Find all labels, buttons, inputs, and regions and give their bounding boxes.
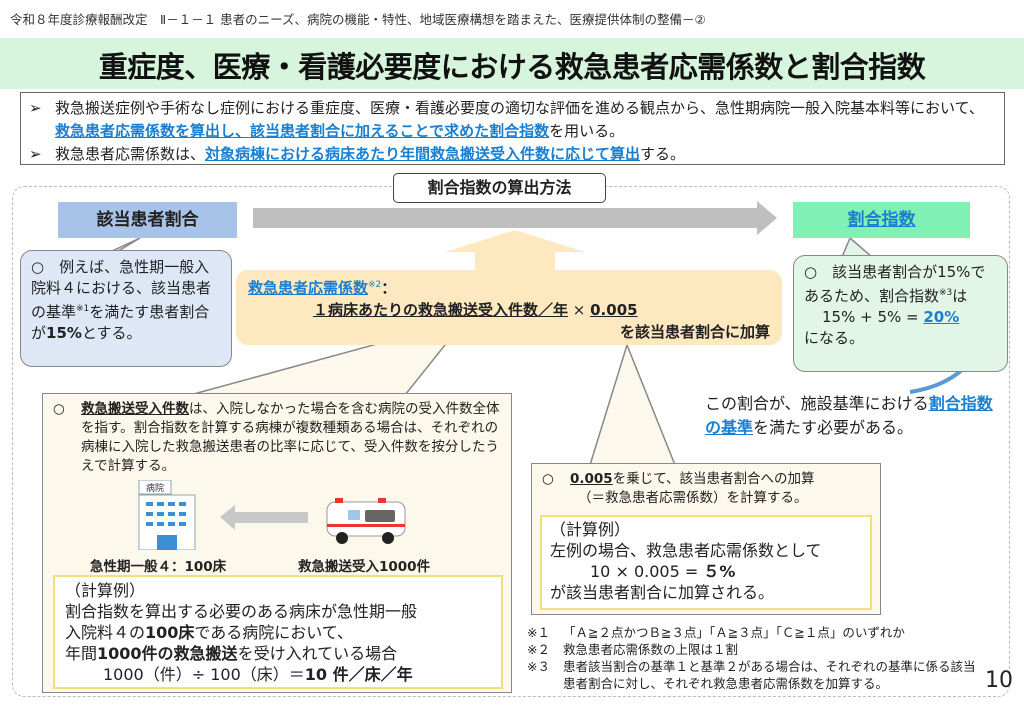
requirement-note: この割合が、施設基準における割合指数の基準を満たす必要がある。	[705, 394, 993, 437]
coefficient-formula-box: 救急患者応需係数※2： １病床あたりの救急搬送受入件数／年 × 0.005 を該…	[236, 270, 782, 345]
up-arrow-icon	[445, 230, 585, 272]
intro-text: を用いる。	[549, 122, 625, 140]
breadcrumb-header: 令和８年度診療報酬改定 Ⅱ－１－１ 患者のニーズ、病院の機能・特性、地域医療構想…	[10, 12, 706, 27]
patient-ratio-label: 該当患者割合	[58, 202, 237, 238]
ratio-index-link[interactable]: 割合指数	[847, 210, 916, 230]
left-arrow-icon	[220, 505, 308, 530]
footnote: ※１「Ａ≧２点かつＢ≧３点」「Ａ≧３点」「Ｃ≧１点」のいずれか	[527, 625, 905, 640]
calc-example-box: （計算例） 割合指数を算出する必要のある病床が急性期一般 入院料４の100床であ…	[53, 575, 503, 689]
intro-text: する。	[640, 145, 686, 163]
intro-highlight: 救急患者応需係数を算出し、該当患者割合に加えることで求めた割合指数	[55, 122, 550, 140]
arrow-bullet-icon: ➢	[29, 99, 42, 117]
callout-tail	[588, 342, 677, 466]
coefficient-term: 救急患者応需係数	[248, 279, 369, 297]
example-bubble: ○ 例えば、急性期一般入院料４における、該当患者の基準※1を満たす患者割合が15…	[20, 250, 232, 367]
formula: １病床あたりの救急搬送受入件数／年	[313, 301, 569, 319]
title-band	[0, 38, 1024, 89]
ambulance-icon	[326, 498, 406, 544]
page-number: 10	[985, 668, 1013, 693]
intro-box: ➢ 救急搬送症例や手術なし症例における重症度、医療・看護必要度の適切な評価を進める…	[20, 92, 1005, 165]
calc-example-box: （計算例） 左例の場合、救急患者応需係数として 10 × 0.005 = ５% …	[540, 515, 872, 610]
coefficient-value: 0.005	[590, 301, 638, 319]
result-value: 20%	[923, 308, 960, 326]
ambulance-caption: 救急搬送受入1000件	[298, 559, 431, 575]
hospital-icon: 病院	[138, 480, 196, 550]
hospital-caption: 急性期一般４：100床	[90, 559, 227, 575]
hospital-ambulance-illustration: 病院	[138, 480, 406, 550]
page-title: 重症度、医療・看護必要度における救急患者応需係数と割合指数	[98, 50, 926, 84]
intro-text: 救急搬送症例や手術なし症例における重症度、医療・看護必要度の適切な評価を進める観…	[55, 99, 984, 117]
svg-text:病院: 病院	[146, 482, 164, 494]
ratio-index-label: 割合指数	[793, 202, 970, 238]
flow-arrow-icon	[253, 201, 777, 235]
intro-bullet-2: ➢ 救急患者応需係数は、対象病棟における病床あたり年間救急搬送受入件数に応じて算出…	[29, 143, 996, 166]
intro-highlight: 対象病棟における病床あたり年間救急搬送受入件数に応じて算出	[205, 145, 641, 163]
intro-text: 救急患者応需係数は、	[55, 145, 206, 163]
intro-bullet-1: ➢ 救急搬送症例や手術なし症例における重症度、医療・看護必要度の適切な評価を進める…	[29, 97, 996, 143]
formula-tail: を該当患者割合に加算	[619, 323, 770, 341]
method-heading: 割合指数の算出方法	[393, 173, 606, 203]
arrow-bullet-icon: ➢	[29, 145, 42, 163]
